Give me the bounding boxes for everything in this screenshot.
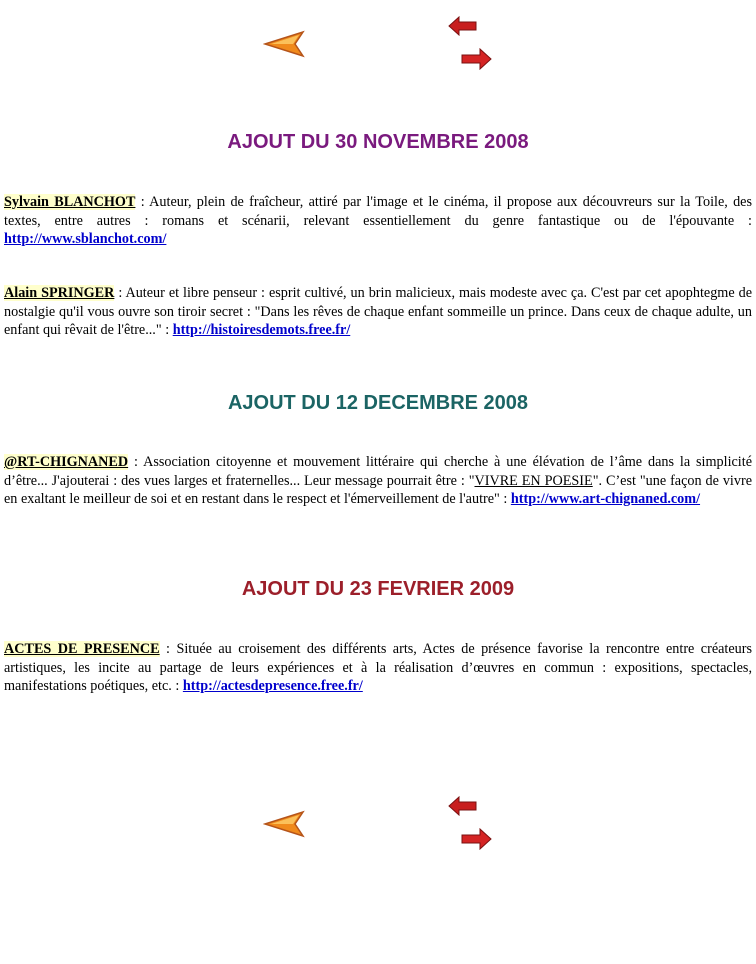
previous-arrow-icon[interactable] (448, 16, 478, 36)
entry-name[interactable]: @RT-CHIGNANED (4, 454, 129, 470)
entry-description: : Auteur, plein de fraîcheur, attiré par… (4, 194, 752, 229)
entry-actes-de-presence: ACTES DE PRESENCE : Située au croisement… (4, 640, 752, 696)
entry-description: : Association citoyenne et mouvement lit… (4, 454, 752, 489)
entry-description-continued: ". C’est "une façon de vivre en exaltant… (4, 472, 752, 508)
section-heading-1: AJOUT DU 30 NOVEMBRE 2008 (227, 131, 529, 153)
entry-link[interactable]: http://www.art-chignaned.com/ (510, 491, 701, 507)
entry-quote: VIVRE EN POESIE (474, 472, 593, 489)
entry-link[interactable]: http://www.sblanchot.com/ (4, 231, 167, 247)
entry-name[interactable]: Alain SPRINGER (4, 285, 115, 301)
entry-sylvain-blanchot: Sylvain BLANCHOT : Auteur, plein de fraî… (4, 193, 752, 249)
entry-description: : Située au croisement des différents ar… (4, 641, 752, 694)
entry-link[interactable]: http://actesdepresence.free.fr/ (182, 678, 363, 694)
section-heading-2: AJOUT DU 12 DECEMBRE 2008 (227, 392, 529, 414)
next-arrow-icon[interactable] (460, 48, 492, 70)
entry-art-chignaned: @RT-CHIGNANED : Association citoyenne et… (4, 453, 752, 509)
section-heading-3: AJOUT DU 23 FEVRIER 2009 (241, 578, 515, 600)
entry-description: : Auteur et libre penseur : esprit culti… (4, 285, 752, 338)
entry-link[interactable]: http://histoiresdemots.free.fr/ (172, 322, 351, 338)
entry-alain-springer: Alain SPRINGER : Auteur et libre penseur… (4, 284, 752, 340)
top-navigation (0, 10, 756, 90)
entry-name[interactable]: ACTES DE PRESENCE (4, 641, 160, 657)
bottom-navigation (0, 790, 756, 870)
previous-arrow-icon[interactable] (448, 796, 478, 816)
entry-name[interactable]: Sylvain BLANCHOT (4, 194, 136, 210)
back-arrow-icon[interactable] (263, 30, 307, 58)
next-arrow-icon[interactable] (460, 828, 492, 850)
back-arrow-icon[interactable] (263, 810, 307, 838)
